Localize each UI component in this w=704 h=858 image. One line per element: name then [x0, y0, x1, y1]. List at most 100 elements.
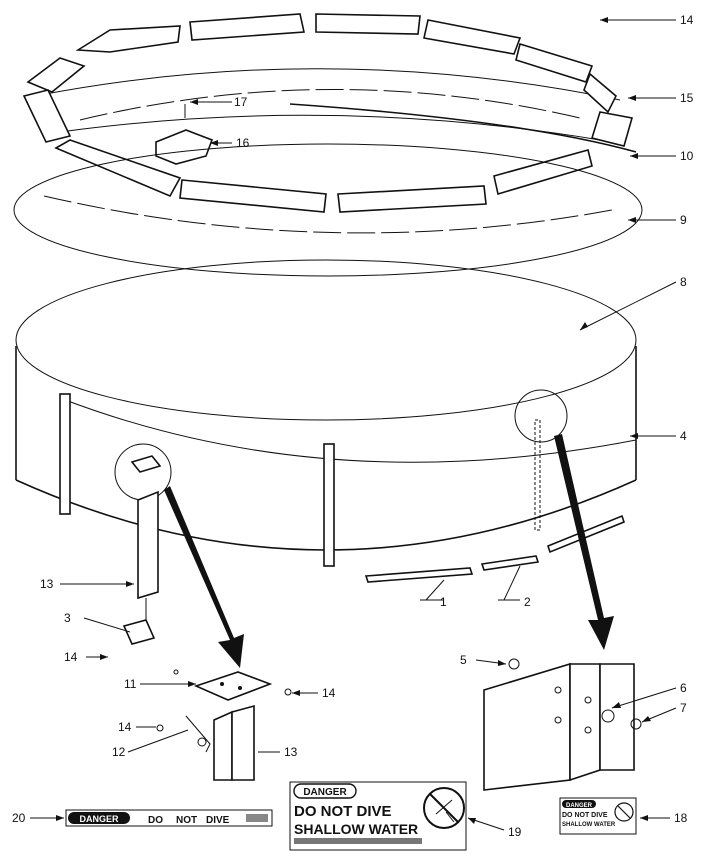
wall-hole: [554, 716, 562, 724]
ledge-segment: [189, 13, 305, 41]
nut: [630, 718, 642, 730]
washer: [601, 709, 615, 723]
bracket-bolt: [197, 737, 207, 747]
liner-ellipse: [15, 259, 637, 421]
screw-head: [173, 669, 179, 675]
strip-word: NOT: [176, 815, 197, 826]
bolt-head: [508, 658, 520, 670]
callout-7: 7: [680, 701, 687, 715]
wall-panel: [483, 662, 571, 791]
ledge-segment: [583, 72, 617, 114]
strip-fine-print: [246, 814, 268, 822]
ledge-segment: [26, 57, 86, 93]
top-rail-back-edge: [289, 103, 637, 153]
warning-sign-large: DANGER DO NOT DIVE SHALLOW WATER: [289, 781, 467, 851]
large-sign-line2: SHALLOW WATER: [294, 821, 418, 837]
stabilizer-bracket: [185, 715, 211, 753]
callout-16: 16: [236, 136, 250, 150]
callout-14: 14: [64, 650, 78, 664]
callout-2: 2: [524, 595, 531, 609]
callout-20: 20: [12, 811, 26, 825]
ledge-segment: [423, 19, 522, 55]
top-ledge-ring: [22, 13, 634, 213]
small-sign-line1: DO NOT DIVE: [562, 812, 608, 819]
wall-hole: [554, 686, 562, 694]
small-danger-text: DANGER: [566, 803, 593, 809]
top-rail: [13, 89, 643, 277]
bottom-track-segment: [547, 514, 625, 554]
right-detail-arrow: [554, 434, 614, 650]
callout-9: 9: [680, 213, 687, 227]
callout-6: 6: [680, 681, 687, 695]
callout-13: 13: [40, 577, 54, 591]
wall-hole: [584, 726, 592, 734]
screw-head: [284, 688, 292, 696]
large-sign-fine-print: [294, 838, 422, 844]
strip-word: DIVE: [206, 815, 230, 826]
upright-post: [137, 490, 159, 600]
bottom-plate: [122, 619, 156, 645]
callout-17: 17: [234, 95, 248, 109]
small-no-diving-slash: [617, 805, 631, 819]
large-danger-pill: [293, 783, 357, 799]
left-detail: [156, 669, 292, 781]
strip-danger-text: DANGER: [79, 814, 119, 824]
small-danger-pill: [562, 800, 596, 808]
wall-panel-right: [599, 663, 635, 771]
wall-upright: [59, 393, 71, 515]
ledge-segment: [54, 139, 182, 198]
callout-18: 18: [674, 811, 688, 825]
strip-word: DO: [148, 815, 163, 826]
plate-hole: [238, 686, 242, 690]
warning-strip-sign: DANGER DO NOT DIVE: [65, 809, 273, 827]
callout-1: 1: [440, 595, 447, 609]
bottom-track-segment: [480, 555, 540, 571]
plate-hole: [220, 682, 224, 686]
right-detail: [483, 658, 642, 791]
warning-sign-small: DANGER DO NOT DIVE SHALLOW WATER: [559, 797, 637, 835]
detail-bracket: [130, 455, 162, 473]
callout-5: 5: [460, 653, 467, 667]
pool-wall: [15, 259, 637, 583]
wall-upright: [323, 443, 335, 567]
callout-labels: 14 15 10 9 8 4 17 16 13 3 14 1 2 11 14 1…: [12, 13, 694, 839]
ledge-segment: [315, 13, 421, 35]
callout-10: 10: [680, 149, 694, 163]
large-sign-line1: DO NOT DIVE: [294, 803, 392, 820]
screw-head: [156, 724, 164, 732]
strip-danger-pill: [68, 812, 130, 824]
ledge-segment: [590, 111, 634, 147]
ledge-segment: [22, 89, 72, 143]
bottom-track-segment: [364, 567, 474, 583]
detail-upright-side: [231, 704, 255, 781]
ledge-connector: [155, 129, 214, 165]
top-rail-slots-back: [79, 89, 581, 121]
callout-8: 8: [680, 275, 687, 289]
callout-13: 13: [284, 745, 298, 759]
ledge-segment: [337, 185, 487, 213]
ledge-segment: [515, 42, 594, 83]
callout-4: 4: [680, 429, 687, 443]
callout-14: 14: [118, 720, 132, 734]
detail-circle-right: [514, 389, 568, 443]
callout-leaders: [30, 17, 677, 831]
detail-circle-left: [114, 443, 172, 501]
ledge-segment: [75, 25, 181, 53]
detail-upright-post: [213, 710, 233, 781]
diver-figure: [435, 799, 455, 823]
wall-seam: [534, 419, 541, 531]
callout-19: 19: [508, 825, 522, 839]
wall-inner-top-edge: [59, 397, 637, 463]
callout-12: 12: [112, 745, 126, 759]
large-danger-text: DANGER: [303, 787, 347, 798]
callout-14: 14: [680, 13, 694, 27]
small-sign-line2: SHALLOW WATER: [562, 822, 616, 828]
top-plate: [193, 671, 273, 701]
callout-15: 15: [680, 91, 694, 105]
detail-arrows: [164, 434, 614, 668]
callout-3: 3: [64, 611, 71, 625]
ledge-segment: [493, 149, 593, 196]
no-diving-slash: [429, 793, 459, 823]
